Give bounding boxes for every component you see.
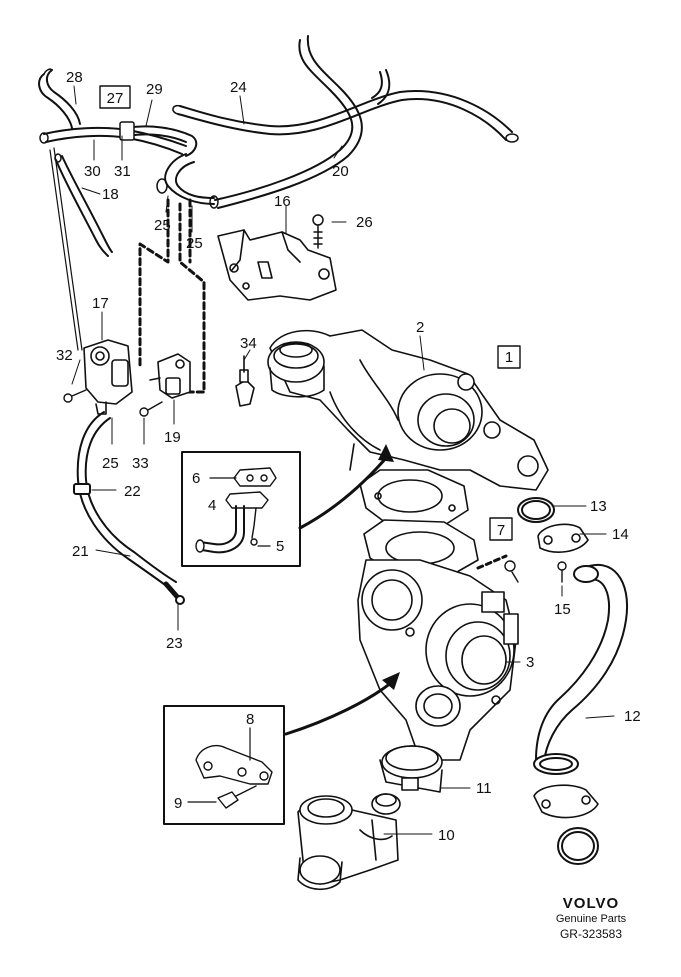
hose-20 (214, 35, 391, 209)
callout-5: 5 (276, 538, 284, 555)
hose-to-valve (156, 153, 219, 209)
callout-3: 3 (526, 654, 534, 671)
callout-28: 28 (66, 69, 83, 86)
valve-17 (83, 339, 133, 415)
bracket-16 (217, 229, 337, 301)
sensor-34 (235, 355, 255, 407)
hose-18 (49, 147, 113, 351)
oil-pipe-4 (195, 491, 269, 554)
callout-14: 14 (612, 526, 629, 543)
callout-2: 2 (416, 319, 424, 336)
callout-22: 22 (124, 483, 141, 500)
callout-17: 17 (92, 295, 109, 312)
callout-32: 32 (56, 347, 73, 364)
callout-29: 29 (146, 81, 163, 98)
seal-ring-13 (517, 497, 555, 523)
callout-8: 8 (246, 711, 254, 728)
gasket-upper (359, 469, 469, 529)
bolt-5 (250, 538, 258, 546)
seal-ring-lower (557, 827, 599, 865)
hose-29 (119, 121, 198, 157)
callout-4: 4 (208, 497, 216, 514)
ref-box-27 (99, 85, 131, 109)
brand-block: VOLVO Genuine Parts GR-323583 (548, 896, 634, 942)
callout-31: 31 (114, 163, 131, 180)
callout-25a: 25 (154, 217, 171, 234)
callout-9: 9 (174, 795, 182, 812)
callout-7: 7 (497, 522, 505, 539)
callout-11: 11 (476, 780, 492, 797)
diagram-code: GR-323583 (559, 927, 623, 941)
clamp-11 (379, 745, 443, 793)
callout-1: 1 (505, 349, 513, 366)
valve-19 (149, 353, 191, 399)
detail-box-bracket (163, 705, 285, 825)
screw-33 (139, 401, 163, 417)
genuine-parts-label: Genuine Parts (555, 913, 627, 925)
arrow-upper (298, 444, 394, 530)
callout-24: 24 (230, 79, 247, 96)
screw-32 (63, 389, 87, 403)
gasket-6 (233, 467, 277, 487)
turbocharger-3 (357, 559, 519, 761)
hose-28-30 (38, 68, 187, 155)
connector-10 (297, 793, 401, 891)
clamp-14 (537, 523, 589, 553)
callout-23: 23 (166, 635, 183, 652)
callout-labels: 1 2 3 4 5 6 7 8 9 10 11 12 13 14 15 16 1… (56, 69, 641, 844)
callout-34: 34 (240, 335, 257, 352)
bolt-9 (217, 785, 257, 809)
hose-12 (533, 563, 629, 775)
ref-box-7 (489, 517, 513, 541)
turbo-manifold-2 (267, 329, 549, 491)
callout-25c: 25 (102, 455, 119, 472)
ref-box-1 (497, 345, 521, 369)
hose-24 (172, 90, 519, 143)
screw-15 (557, 561, 567, 583)
callout-19: 19 (164, 429, 181, 446)
clamp-lower (533, 784, 599, 819)
callout-26: 26 (356, 214, 373, 231)
leader-lines (71, 85, 615, 835)
bolt-26 (312, 214, 324, 249)
callout-21: 21 (72, 543, 89, 560)
callout-13: 13 (590, 498, 607, 515)
callout-15: 15 (554, 601, 571, 618)
dashed-link-7 (476, 554, 508, 570)
volvo-logo: VOLVO (562, 895, 620, 912)
callout-6: 6 (192, 470, 200, 487)
callout-33: 33 (132, 455, 149, 472)
callout-16: 16 (274, 193, 291, 210)
callout-20: 20 (332, 163, 349, 180)
arrow-lower (284, 672, 400, 736)
hose-21 (73, 411, 185, 605)
callout-10: 10 (438, 827, 455, 844)
callout-25b: 25 (186, 235, 203, 252)
callout-12: 12 (624, 708, 641, 725)
bolt-7 (504, 560, 519, 583)
bracket-8 (195, 744, 273, 785)
callout-27: 27 (107, 90, 124, 107)
callout-18: 18 (102, 186, 119, 203)
callout-30: 30 (84, 163, 101, 180)
detail-box-oil-pipe (181, 451, 301, 567)
vacuum-lines-25 (138, 198, 206, 394)
